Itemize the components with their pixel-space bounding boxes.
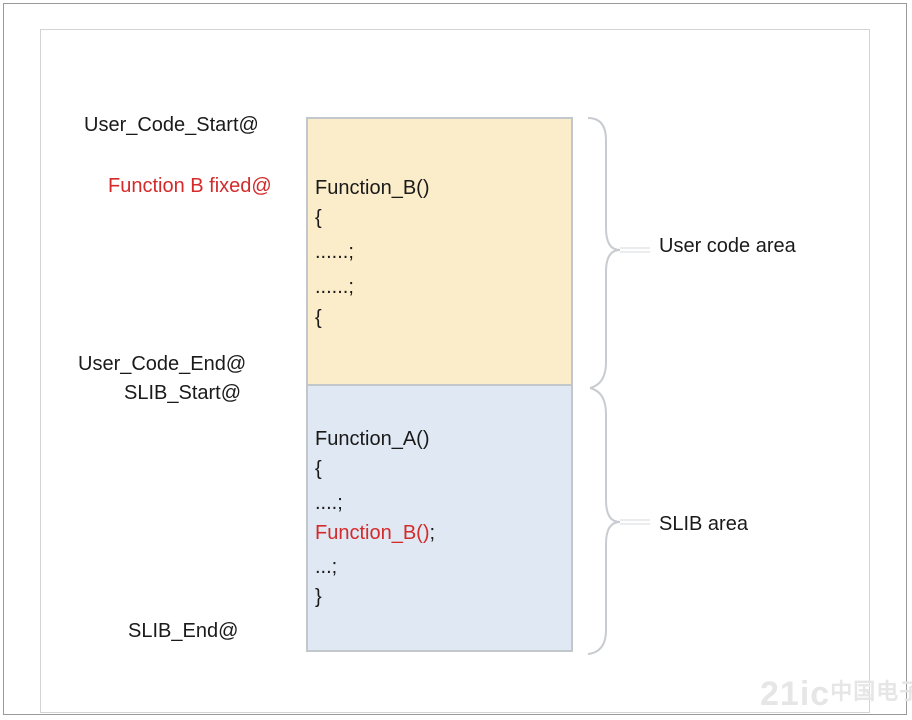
slib-area-label: SLIB area	[659, 513, 748, 535]
user-code-end-label: User_Code_End@	[78, 353, 247, 375]
slib-line-statement-2: ...;	[315, 556, 338, 578]
slib-call-function-b: Function_B()	[315, 522, 430, 544]
user-code-block	[306, 117, 573, 386]
user-code-area-label: User code area	[659, 235, 796, 257]
slib-line-statement-1: ....;	[315, 492, 343, 514]
site-watermark: 21ic中国电子网	[760, 674, 912, 714]
slib-call-semicolon: ;	[429, 522, 436, 544]
user-code-start-label: User_Code_Start@	[84, 114, 259, 136]
slib-block	[306, 384, 573, 652]
user-code-line-open-brace: {	[315, 207, 322, 229]
slib-start-label: SLIB_Start@	[124, 382, 242, 404]
watermark-cn: 中国电子网	[830, 679, 912, 704]
slib-line-close-brace: }	[315, 586, 322, 608]
watermark-main: 21ic	[760, 675, 831, 713]
slib-line-function-a: Function_A()	[315, 428, 430, 450]
user-code-area-brace	[587, 117, 621, 389]
user-code-line-brace: {	[315, 307, 322, 329]
slib-end-label: SLIB_End@	[128, 620, 239, 642]
page-border	[3, 3, 907, 715]
slib-line-open-brace: {	[315, 458, 322, 480]
user-code-line-statement-1: ......;	[315, 241, 354, 263]
function-b-fixed-label: Function B fixed@	[108, 175, 272, 197]
user-code-line-statement-2: ......;	[315, 276, 354, 298]
slib-line-call-function-b: Function_B();	[315, 521, 435, 545]
user-code-line-function-b: Function_B()	[315, 177, 430, 199]
slib-area-brace	[587, 387, 621, 655]
diagram-frame	[40, 29, 870, 713]
